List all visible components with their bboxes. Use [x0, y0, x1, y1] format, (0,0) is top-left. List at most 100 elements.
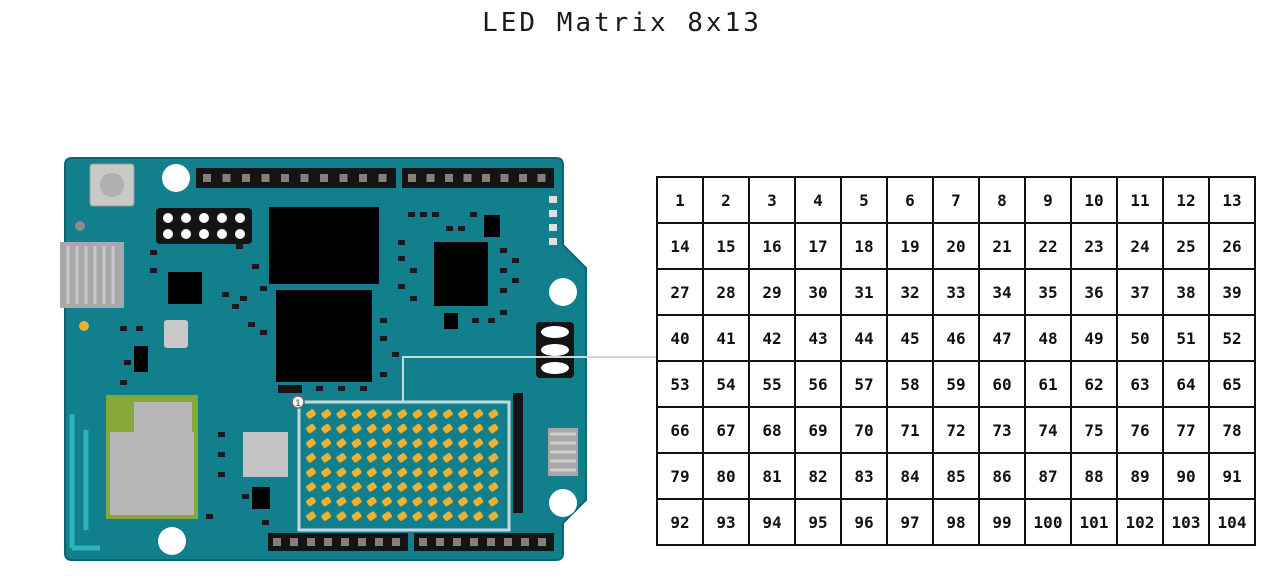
smd-part: [512, 258, 519, 263]
smd-part: [410, 296, 417, 301]
matrix-cell: 77: [1162, 406, 1210, 454]
header-pin: [426, 174, 435, 182]
matrix-led: [321, 438, 332, 448]
matrix-cell: 39: [1208, 268, 1256, 316]
header-pin: [519, 174, 527, 182]
header-pin: [281, 174, 289, 182]
matrix-cell: 34: [978, 268, 1026, 316]
matrix-led: [473, 482, 484, 492]
matrix-led: [306, 438, 316, 448]
matrix-cell: 38: [1162, 268, 1210, 316]
matrix-led: [321, 453, 332, 463]
top-header-pins: [203, 174, 546, 182]
matrix-cell: 90: [1162, 452, 1210, 500]
smd-part: [360, 386, 367, 391]
matrix-led: [488, 496, 499, 507]
matrix-cell: 104: [1208, 498, 1256, 546]
matrix-led: [442, 409, 453, 419]
wifi-module-shield: [134, 402, 192, 434]
header-pin: [500, 174, 509, 182]
matrix-led: [366, 453, 377, 463]
reset-button: [100, 173, 124, 197]
matrix-cell: 48: [1024, 314, 1072, 362]
matrix-led: [321, 482, 332, 492]
matrix-cell: 9: [1024, 176, 1072, 224]
matrix-cell: 71: [886, 406, 934, 454]
matrix-cell: 56: [794, 360, 842, 408]
matrix-led: [412, 453, 423, 463]
icsp-pin: [199, 229, 209, 239]
matrix-cell: 103: [1162, 498, 1210, 546]
matrix-led: [321, 467, 332, 478]
side-header-pin: [541, 344, 569, 356]
matrix-led: [473, 438, 484, 448]
smd-part: [236, 244, 243, 249]
matrix-led: [442, 482, 453, 492]
matrix-led: [336, 409, 347, 419]
smd-part: [218, 432, 225, 437]
matrix-cell: 74: [1024, 406, 1072, 454]
matrix-led: [427, 438, 438, 448]
matrix-cell: 61: [1024, 360, 1072, 408]
matrix-led: [397, 511, 408, 521]
matrix-led: [458, 496, 468, 507]
matrix-cell: 83: [840, 452, 888, 500]
matrix-led: [336, 482, 347, 492]
smd-part: [248, 322, 255, 327]
small-chip: [252, 487, 270, 509]
header-pin: [222, 174, 231, 182]
matrix-led: [427, 423, 438, 434]
smd-part: [222, 292, 229, 297]
matrix-cell: 16: [748, 222, 796, 270]
matrix-cell: 54: [702, 360, 750, 408]
smd-part: [380, 336, 387, 341]
matrix-cell: 75: [1070, 406, 1118, 454]
matrix-cell: 20: [932, 222, 980, 270]
icsp-pin: [235, 229, 245, 239]
matrix-cell: 66: [656, 406, 704, 454]
wifi-module-shield: [110, 432, 194, 515]
matrix-cell: 87: [1024, 452, 1072, 500]
header-pin: [242, 174, 250, 182]
matrix-led: [366, 438, 377, 448]
matrix-cell: 6: [886, 176, 934, 224]
matrix-cell: 28: [702, 268, 750, 316]
matrix-led: [321, 496, 332, 507]
header-pin: [470, 538, 478, 546]
matrix-cell: 59: [932, 360, 980, 408]
smd-part: [500, 288, 507, 293]
matrix-led: [458, 409, 468, 419]
side-header-pin: [541, 362, 569, 374]
matrix-led: [427, 511, 438, 521]
header-pin: [463, 174, 472, 182]
matrix-cell: 32: [886, 268, 934, 316]
pin-one-label: 1: [295, 399, 301, 409]
matrix-led: [427, 482, 438, 492]
matrix-cell: 99: [978, 498, 1026, 546]
pin-one-marker: [291, 395, 305, 409]
matrix-led: [412, 511, 423, 521]
matrix-cell: 12: [1162, 176, 1210, 224]
matrix-cell: 36: [1070, 268, 1118, 316]
small-chip: [134, 346, 148, 372]
matrix-led: [382, 467, 392, 478]
matrix-led: [366, 496, 377, 507]
edge-led: [549, 238, 557, 245]
matrix-cell: 7: [932, 176, 980, 224]
matrix-led: [442, 423, 453, 434]
matrix-led: [321, 423, 332, 434]
matrix-cell: 70: [840, 406, 888, 454]
matrix-led: [397, 423, 408, 434]
matrix-led: [488, 467, 499, 478]
matrix-led: [397, 409, 408, 419]
smd-part: [488, 318, 495, 323]
matrix-cell: 97: [886, 498, 934, 546]
matrix-led: [473, 409, 484, 419]
matrix-cell: 76: [1116, 406, 1164, 454]
matrix-cell: 51: [1162, 314, 1210, 362]
matrix-led: [458, 438, 468, 448]
matrix-led: [306, 496, 316, 507]
smd-part: [232, 304, 239, 309]
